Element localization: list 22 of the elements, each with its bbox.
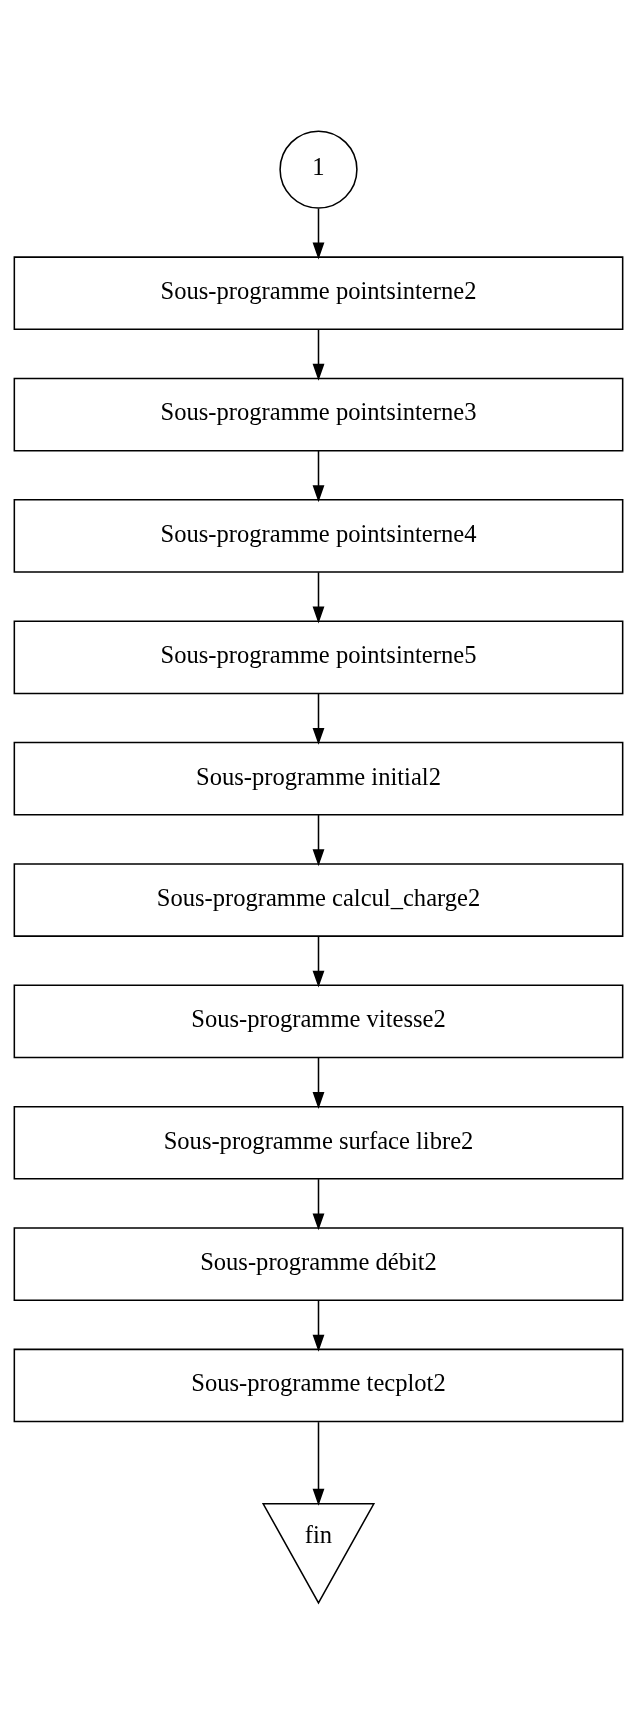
- arrow: [312, 1177, 325, 1230]
- arrow: [312, 207, 325, 259]
- node-box: Sous-programme pointsinterne3: [13, 377, 624, 451]
- node-box: Sous-programme pointsinterne2: [13, 255, 624, 330]
- arrow: [312, 1056, 325, 1109]
- node-box: Sous-programme vitesse2: [13, 984, 624, 1058]
- arrow: [312, 935, 325, 988]
- node-box: Sous-programme initial2: [13, 741, 624, 816]
- arrow: [312, 1299, 325, 1352]
- arrow: [312, 692, 325, 745]
- node-box: Sous-programme surface libre2: [13, 1105, 624, 1180]
- arrow: [312, 328, 325, 381]
- arrow: [312, 571, 325, 623]
- node-box: Sous-programme calcul_charge2: [13, 862, 624, 937]
- node-box: Sous-programme pointsinterne4: [13, 498, 624, 573]
- node-circle: 1: [279, 129, 358, 209]
- arrow: [312, 1420, 325, 1506]
- node-box: Sous-programme débit2: [13, 1226, 624, 1301]
- arrow: [312, 813, 325, 866]
- arrow: [312, 449, 325, 502]
- node-box: Sous-programme tecplot2: [13, 1348, 624, 1422]
- node-box: Sous-programme pointsinterne5: [13, 619, 624, 694]
